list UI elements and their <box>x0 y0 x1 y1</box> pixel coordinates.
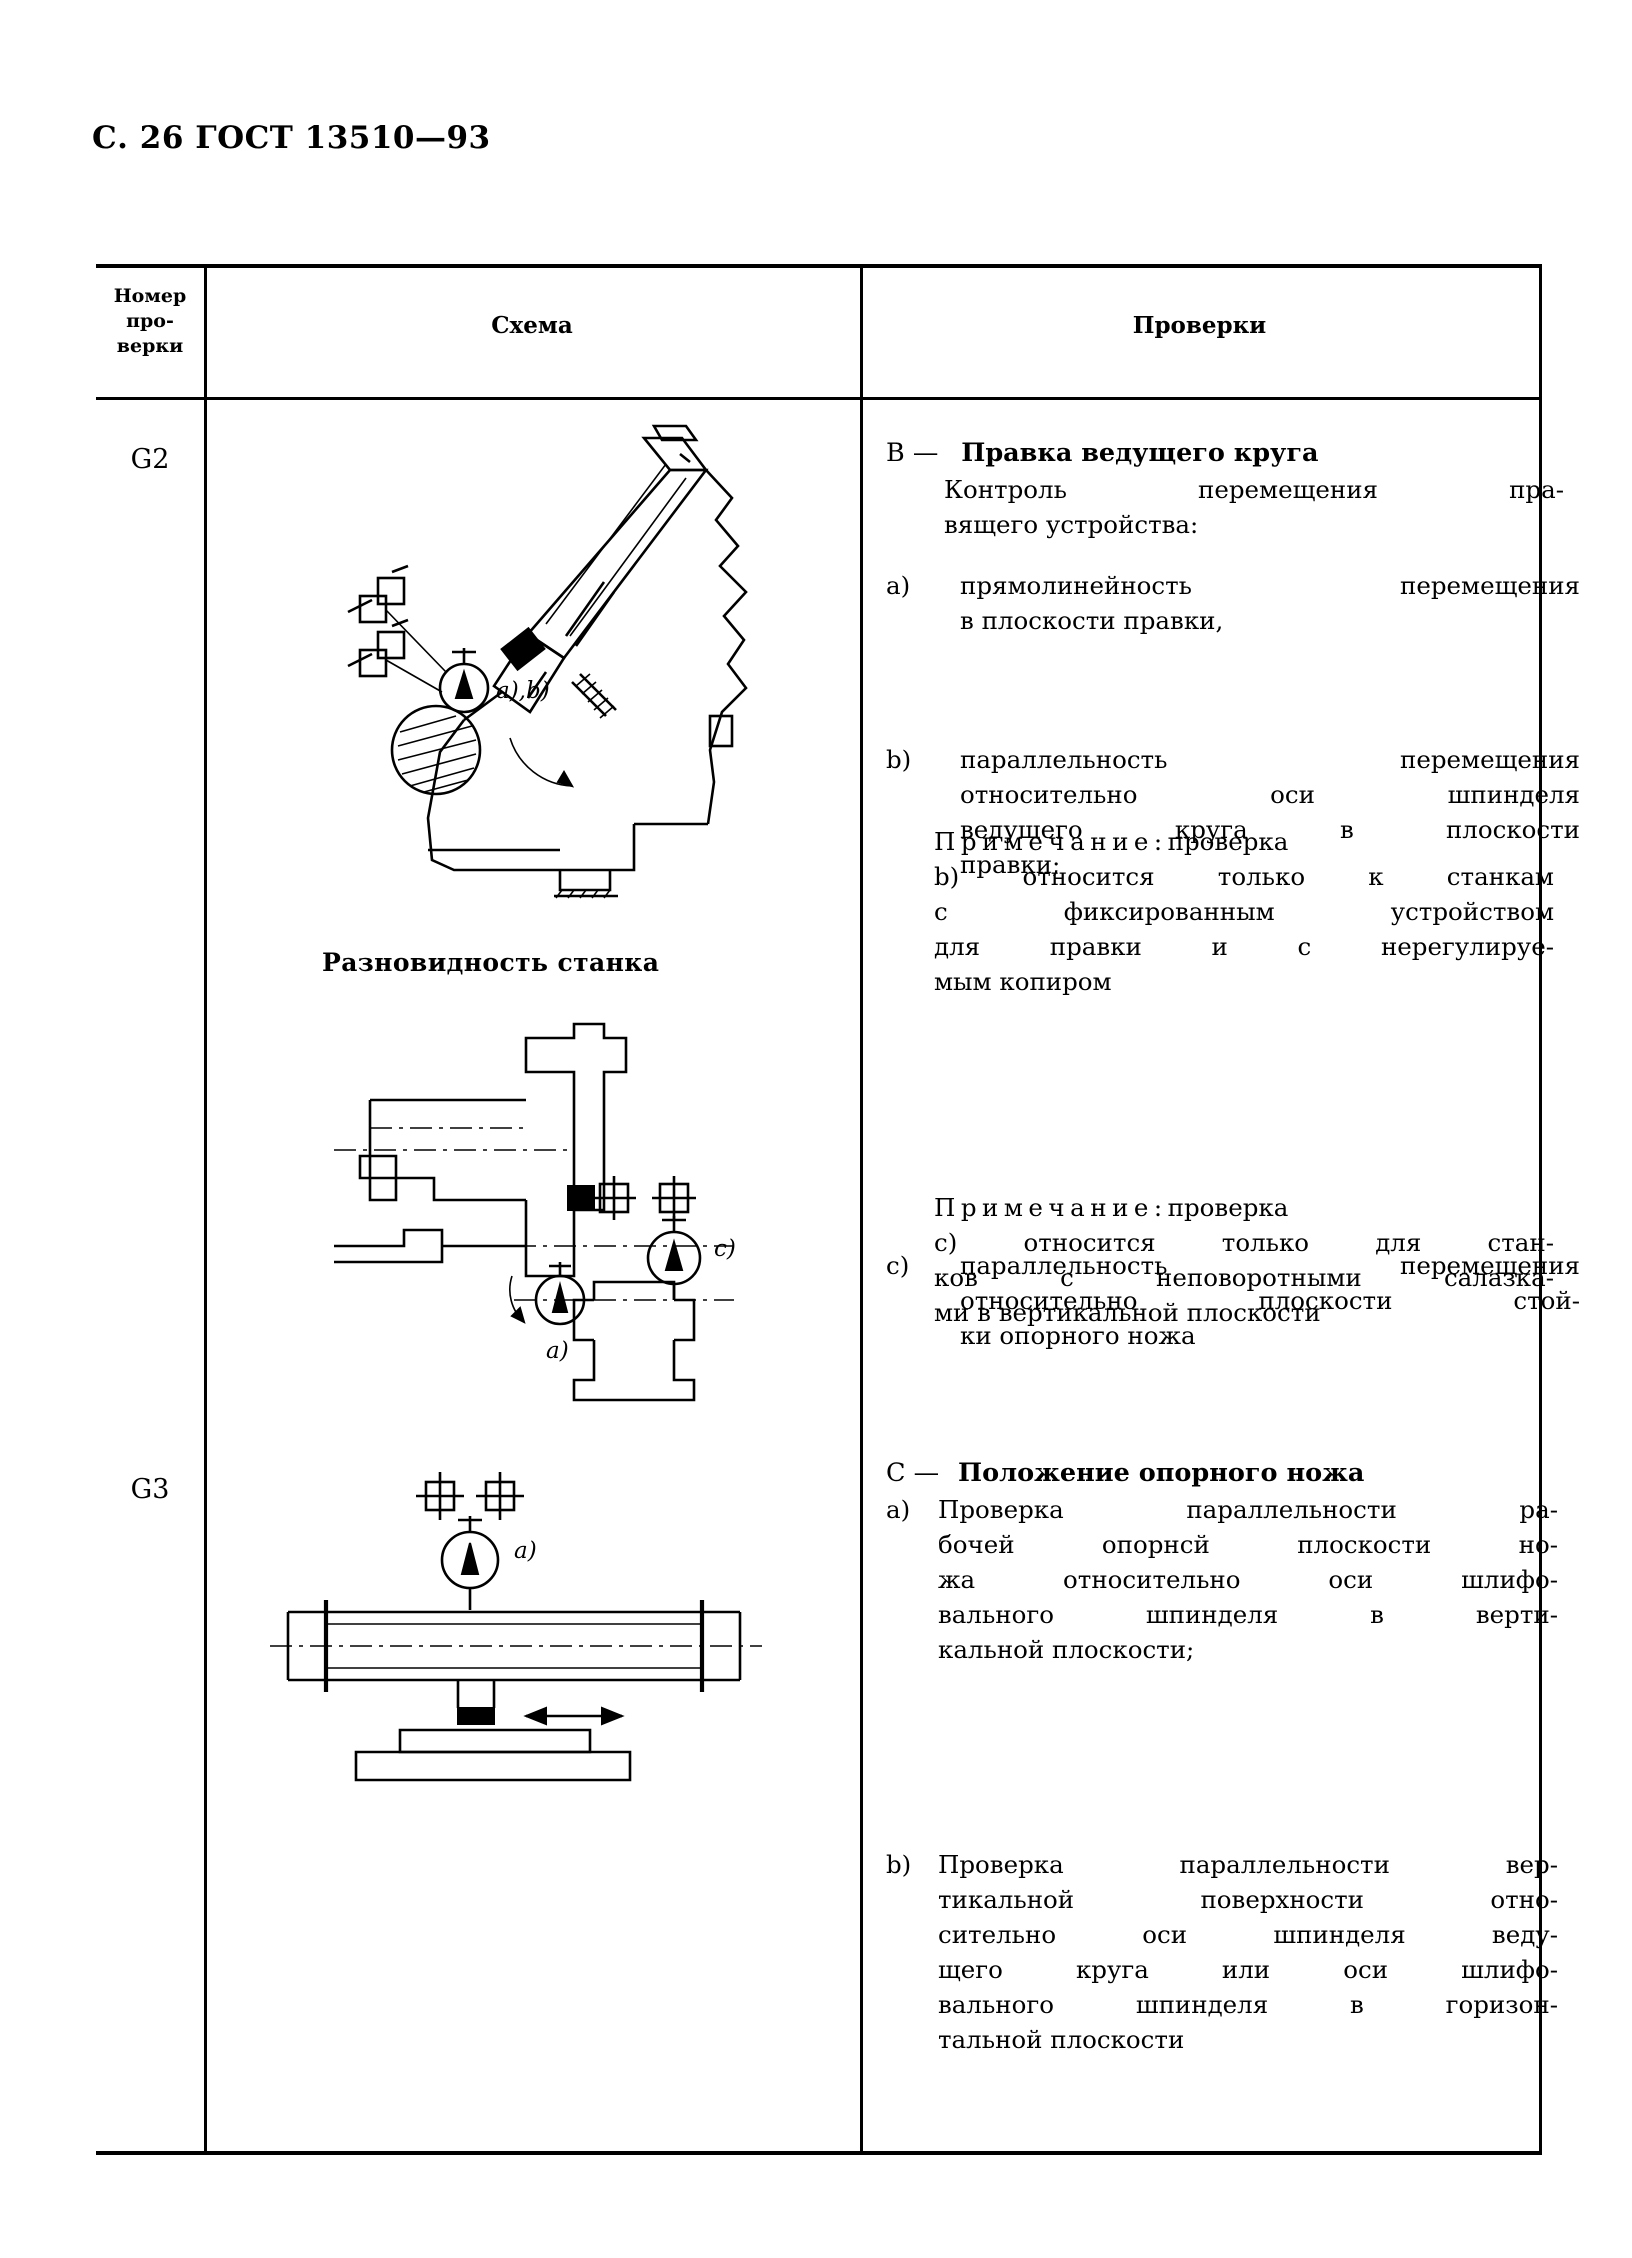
check-note2-g2: Примечание:проверка c) относится только … <box>886 1190 1554 1330</box>
check-title-text-g2: Правка ведущего круга <box>961 438 1319 468</box>
callout-a-variant: a) <box>546 1338 569 1364</box>
machine-drawing-variant: c) a) <box>334 1022 736 1402</box>
check-mark-g3: С — <box>886 1458 940 1488</box>
header-checks: Проверки <box>1132 312 1267 339</box>
table-top-rule <box>96 264 1542 268</box>
check-item-a-g2: a) прямолинейность перемещения в плоскос… <box>886 568 1580 638</box>
measure-cross-6 <box>476 1472 524 1520</box>
measure-cross-2 <box>347 618 443 693</box>
callout-c: c) <box>714 1236 736 1262</box>
note2-line2: c) относится только для стан- <box>934 1228 1554 1257</box>
check-item-a-label: a) <box>886 571 911 600</box>
note1-line2: b) относится только к станкам <box>934 862 1554 891</box>
dial-indicator-ab <box>438 648 490 714</box>
table-header-row: Номер про- верки Схема Проверки <box>96 264 1542 400</box>
header-number-line1: Номер <box>113 285 187 307</box>
coil-spring <box>571 673 617 719</box>
check-item-a-g3-line5: кальной плоскости; <box>938 1635 1195 1664</box>
check-mark-g2: В — <box>886 438 939 468</box>
row-number-g3: G3 <box>130 1474 170 1505</box>
check-item-a-g3-line4: вального шпинделя в верти- <box>938 1600 1558 1629</box>
check-item-a-g3-line1: Проверка параллельности ра- <box>938 1495 1558 1524</box>
callout-ab: a),b) <box>496 678 550 704</box>
check-item-b-line2: относительно оси шпинделя <box>960 780 1580 809</box>
note2-line4: ми в вертикальной плоскости <box>934 1298 1321 1327</box>
table-vrule-1 <box>204 264 207 2154</box>
header-number-line3: верки <box>116 335 184 357</box>
check-item-c-line2: относительно плоскости стой- <box>960 1286 1580 1315</box>
machine-drawing-blade: a) <box>270 1472 762 1782</box>
check-lead-line1: Контроль перемещения пра- <box>944 475 1564 504</box>
header-number-line2: про- <box>126 310 174 332</box>
check-lead-g2: Контроль перемещения пра- вящего устройс… <box>886 472 1564 542</box>
check-item-b-g3-line3: сительно оси шпинделя веду- <box>938 1920 1558 1949</box>
check-lead-line2: вящего устройства: <box>944 510 1199 539</box>
table-row: G2 <box>96 400 1580 1434</box>
table-bottom-rule <box>96 2151 1542 2155</box>
note1-line4: для правки и с нерегулируе- <box>934 932 1554 961</box>
scheme-cell-g3: a) <box>204 1434 860 2150</box>
table-row: G3 <box>96 1434 1558 2150</box>
grinding-wheel <box>390 704 482 796</box>
check-item-a-line2: в плоскости правки, <box>960 606 1224 635</box>
check-item-b-label: b) <box>886 745 912 774</box>
check-item-c-line3: ки опорного ножа <box>960 1321 1196 1350</box>
check-item-a-g3: a) Проверка параллельности ра- бочей опо… <box>886 1492 1558 1667</box>
motion-arrow <box>523 1706 625 1726</box>
check-title-g2: В — Правка ведущего круга <box>886 436 1506 471</box>
machine-drawing-inclined: a),b) <box>347 424 748 899</box>
measure-cross-5 <box>416 1472 464 1520</box>
check-item-b-g2: b) параллельность перемещения относитель… <box>886 742 1580 882</box>
table-vrule-2 <box>860 264 863 2154</box>
note2-line1-tail: проверка <box>1167 1193 1289 1222</box>
check-item-a-line1: прямолинейность перемещения <box>960 571 1580 600</box>
measure-cross-4 <box>652 1176 696 1220</box>
note2-word: Примечание: <box>934 1193 1168 1222</box>
note1-line1-tail: проверка <box>1167 827 1289 856</box>
note1-word: Примечание: <box>934 827 1168 856</box>
check-item-b-g3-label: b) <box>886 1850 912 1879</box>
check-item-b-g3-line5: вального шпинделя в горизон- <box>938 1990 1558 2019</box>
note1-line3: с фиксированным устройством <box>934 897 1554 926</box>
check-item-b-g3-line1: Проверка параллельности вер- <box>938 1850 1558 1879</box>
row-number-g2: G2 <box>130 444 170 475</box>
table-header-rule <box>96 397 1542 400</box>
checks-cell-g2: В — Правка ведущего круга Контроль перем… <box>860 400 1580 1434</box>
check-item-c-label: c) <box>886 1251 910 1280</box>
inspection-table: Номер про- верки Схема Проверки G2 <box>96 264 1580 2155</box>
header-scheme: Схема <box>491 312 573 339</box>
header-number: Номер про- верки <box>96 284 204 359</box>
check-item-b-line4: правки; <box>960 850 1061 879</box>
check-item-b-g3-line2: тикальной поверхности отно- <box>938 1885 1558 1914</box>
check-item-a-g3-label: a) <box>886 1495 911 1524</box>
check-item-c-g2: c) параллельность перемещения относитель… <box>886 1248 1580 1353</box>
measure-cross-1 <box>347 564 447 673</box>
measure-cross-3 <box>592 1176 636 1220</box>
table-vrule-right <box>1539 264 1542 2154</box>
checks-cell-g3: С — Положение опорного ножа a) Проверка … <box>860 1434 1558 2150</box>
check-item-b-g3-line4: щего круга или оси шлифо- <box>938 1955 1558 1984</box>
check-title-text-g3: Положение опорного ножа <box>958 1458 1365 1488</box>
callout-a-g3: a) <box>514 1538 537 1564</box>
note2-line3: ков с неповоротными салазка- <box>934 1263 1554 1292</box>
check-title-g3: С — Положение опорного ножа <box>886 1456 1506 1491</box>
dial-indicator-a-variant <box>534 1262 586 1326</box>
check-item-a-g3-line3: жа относительно оси шлифо- <box>938 1565 1558 1594</box>
variant-caption: Разновидность станка <box>322 948 660 977</box>
check-item-b-g3: b) Проверка параллельности вер- тикально… <box>886 1847 1558 2057</box>
check-item-b-line1: параллельность перемещения <box>960 745 1580 774</box>
check-item-c-line1: параллельность перемещения <box>960 1251 1580 1280</box>
check-note1-g2: Примечание:проверка b) относится только … <box>886 824 1554 999</box>
running-head: С. 26 ГОСТ 13510—93 <box>92 120 491 156</box>
check-item-b-g3-line6: тальной плоскости <box>938 2025 1185 2054</box>
note1-line5: мым копиром <box>934 967 1112 996</box>
dial-indicator-a-g3 <box>440 1516 500 1610</box>
check-item-a-g3-line2: бочей опорнсй плоскости но- <box>938 1530 1558 1559</box>
check-item-b-line3: ведущего круга в плоскости <box>960 815 1580 844</box>
scheme-cell-g2: a),b) Разновидность станка <box>204 400 860 1434</box>
